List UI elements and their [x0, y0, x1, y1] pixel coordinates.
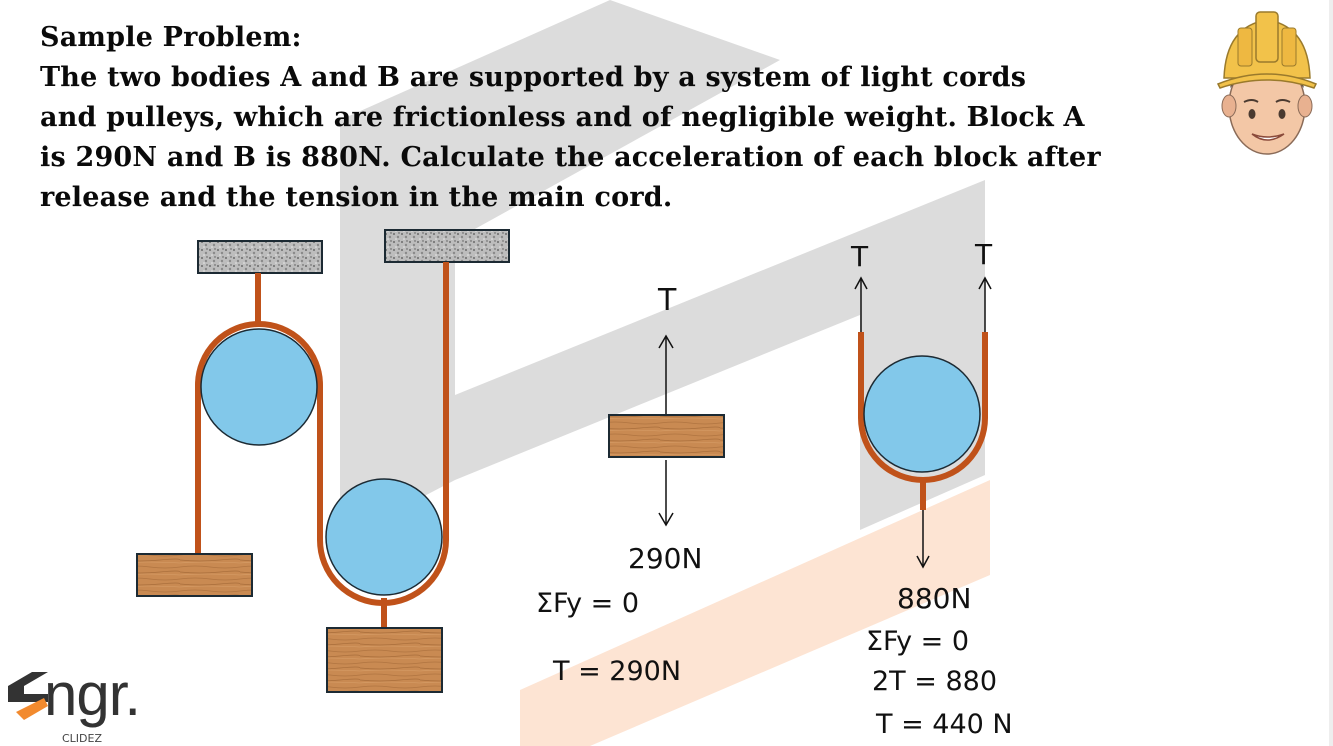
fbd-b-equation-2: 2T = 880: [872, 666, 997, 697]
problem-line-2: and pulleys, which are frictionless and …: [40, 102, 1085, 133]
pulley-system-diagram: [136, 229, 510, 693]
arrow-up-icon: [854, 276, 868, 290]
arrow-down-icon: [658, 512, 674, 527]
block-a: [136, 553, 253, 597]
fbd-b-equation-1: ΣFy = 0: [866, 626, 969, 657]
fbd-a-equation-2: T = 290N: [552, 656, 681, 687]
pulley-fbd: [863, 355, 981, 473]
logo-e-mark-icon: [8, 672, 48, 720]
fbd-b-tension-left-label: T: [850, 240, 869, 273]
movable-pulley: [325, 478, 443, 596]
ceiling-support-left: [197, 240, 323, 274]
arrow-down-icon: [916, 555, 930, 569]
logo-subtitle: CLIDEZ: [62, 732, 103, 745]
block-b: [326, 627, 443, 693]
main-cord: [195, 262, 449, 606]
fbd-b-equation-3: T = 440 N: [875, 709, 1013, 740]
problem-line-1: The two bodies A and B are supported by …: [40, 62, 1027, 93]
fbd-a-weight-label: 290N: [628, 542, 702, 575]
watermark-grey-upper: [340, 0, 985, 540]
fixed-pulley: [200, 328, 318, 446]
free-body-diagram-b: [854, 276, 992, 569]
problem-title: Sample Problem:: [40, 22, 302, 53]
free-body-diagram-a: [608, 334, 725, 527]
fbd-a-tension-label: T: [657, 283, 677, 318]
arrow-up-icon: [978, 276, 992, 290]
engr-clidez-logo: ngr. CLIDEZ: [4, 660, 184, 746]
right-edge-border: [1329, 0, 1333, 746]
engineer-avatar-icon: [1216, 11, 1318, 155]
problem-statement: Sample Problem: The two bodies A and B a…: [40, 18, 1210, 218]
fbd-b-tension-right-label: T: [974, 238, 993, 271]
problem-line-3: is 290N and B is 880N. Calculate the acc…: [40, 142, 1101, 173]
fbd-a-equation-1: ΣFy = 0: [536, 588, 639, 619]
block-a-fbd: [608, 414, 725, 458]
watermark-orange-shape: [520, 480, 990, 746]
problem-line-4: release and the tension in the main cord…: [40, 182, 673, 213]
fbd-b-weight-label: 880N: [897, 582, 971, 615]
logo-text: ngr.: [44, 661, 141, 728]
ceiling-support-right: [384, 229, 510, 263]
arrow-up-icon: [658, 334, 674, 349]
